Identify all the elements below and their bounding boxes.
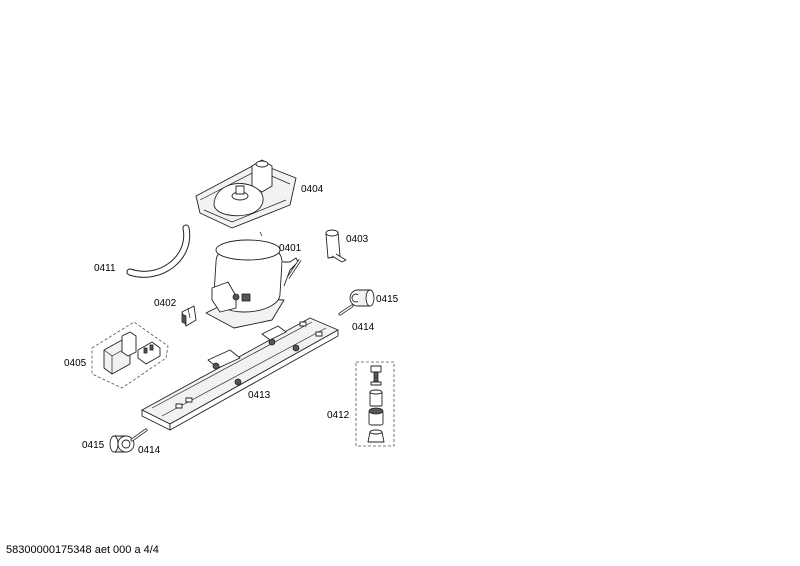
part-0403-capacitor bbox=[325, 229, 347, 263]
label-0405: 0405 bbox=[64, 358, 87, 369]
label-0413: 0413 bbox=[248, 390, 271, 401]
part-0414-pin-left bbox=[130, 428, 148, 442]
label-0402: 0402 bbox=[154, 298, 177, 309]
label-0415-left: 0415 bbox=[82, 440, 105, 451]
part-0405-cover-set bbox=[91, 321, 169, 389]
part-0401-compressor bbox=[205, 231, 302, 329]
label-0412: 0412 bbox=[327, 410, 350, 421]
part-0415-grommet-right bbox=[349, 289, 375, 307]
part-0412-fastener-kit bbox=[355, 361, 395, 447]
label-0414-right: 0414 bbox=[352, 322, 375, 333]
label-0411: 0411 bbox=[94, 263, 116, 274]
label-0401: 0401 bbox=[279, 243, 302, 254]
part-0402-relay bbox=[181, 305, 197, 327]
label-0404: 0404 bbox=[301, 184, 324, 195]
part-0404-drip-tray bbox=[195, 159, 297, 229]
part-0411-hose bbox=[126, 224, 191, 278]
part-0414-pin-right bbox=[338, 304, 354, 316]
label-0415-right: 0415 bbox=[376, 294, 399, 305]
document-footer: 58300000175348 aet 000 a 4/4 bbox=[6, 544, 159, 556]
part-0413-base-plate bbox=[141, 317, 339, 431]
label-0414-left: 0414 bbox=[138, 445, 161, 456]
label-0403: 0403 bbox=[346, 234, 369, 245]
part-0415-grommet-left bbox=[109, 435, 135, 453]
